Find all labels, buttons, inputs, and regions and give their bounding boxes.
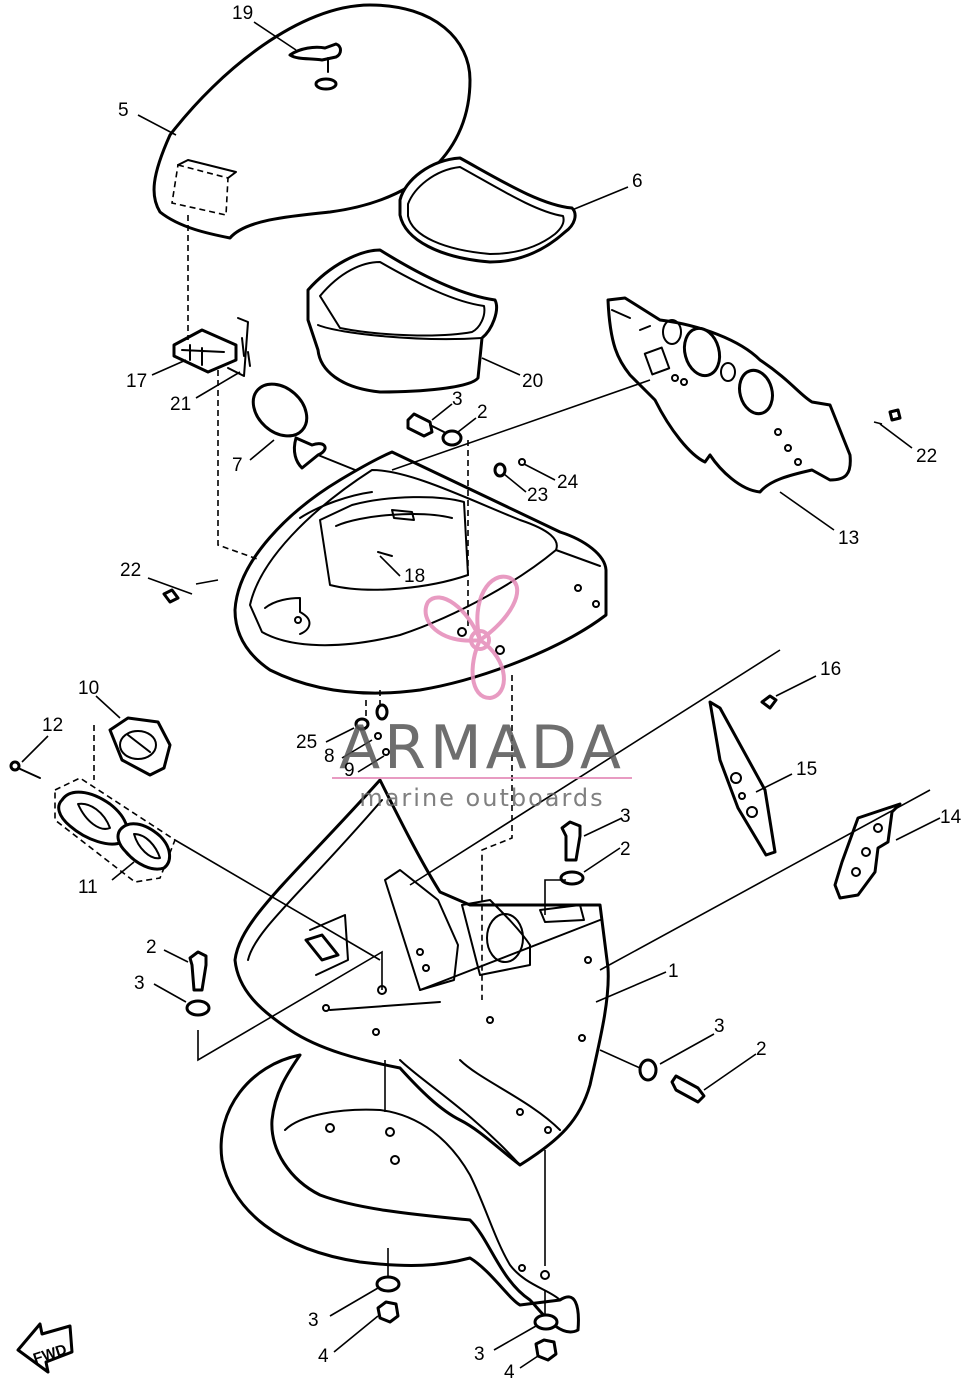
hinge-screws <box>227 317 251 377</box>
callout-8: 8 <box>324 746 335 767</box>
callout-13: 13 <box>838 528 859 549</box>
callout-3: 3 <box>452 389 463 410</box>
screw-22-left <box>162 588 180 604</box>
callout-20: 20 <box>522 371 543 392</box>
callout-3-bottom-right: 3 <box>474 1344 485 1365</box>
hinge <box>172 328 238 374</box>
washer-nut-right <box>533 1313 559 1362</box>
callout-24: 24 <box>557 472 579 493</box>
callout-10: 10 <box>78 678 99 699</box>
callout-12: 12 <box>42 715 63 736</box>
upper-console <box>233 450 608 695</box>
callout-4-bottom-left: 4 <box>318 1346 329 1367</box>
callout-17: 17 <box>126 371 147 392</box>
watermark-tagline: marine outboards <box>359 784 604 812</box>
instrument-panel <box>606 296 852 494</box>
callout-3-bottom-left: 3 <box>308 1310 319 1331</box>
screw-22-right <box>888 408 902 422</box>
callout-14: 14 <box>940 807 962 828</box>
washer-nut-left <box>375 1275 401 1324</box>
callout-22-right: 22 <box>916 446 937 467</box>
callout-2: 2 <box>477 402 488 423</box>
callout-18: 18 <box>404 566 425 587</box>
callout-21: 21 <box>170 394 191 415</box>
callout-leaders <box>21 21 941 1369</box>
callout-3-left: 3 <box>134 973 145 994</box>
callout-2-right: 2 <box>756 1039 767 1060</box>
grommet-pair <box>54 777 176 883</box>
base-plate <box>219 1053 580 1334</box>
callout-3-right: 3 <box>714 1016 725 1037</box>
assembly-lines <box>93 370 931 1314</box>
gusset-plate-14 <box>833 802 902 900</box>
callout-15: 15 <box>796 759 817 780</box>
callout-9: 9 <box>344 760 355 781</box>
callout-6: 6 <box>632 171 643 192</box>
watermark-brand: ARMADA <box>339 713 625 783</box>
vent-housing <box>108 716 172 777</box>
storage-tray <box>306 248 498 394</box>
callout-2-mid: 2 <box>620 839 631 860</box>
lower-console-shell <box>233 778 610 1167</box>
screw-18 <box>377 551 393 557</box>
callout-1: 1 <box>668 961 679 982</box>
bolt-mid-right <box>559 820 585 886</box>
latch <box>288 42 342 91</box>
callout-7: 7 <box>232 455 243 476</box>
gusset-plate-15 <box>708 700 777 857</box>
bolt-upper <box>406 412 445 438</box>
screw-16 <box>760 694 778 710</box>
callout-16: 16 <box>820 659 841 680</box>
callout-3-mid: 3 <box>620 806 631 827</box>
washer-upper <box>441 429 463 447</box>
callout-labels: 19 5 6 20 17 21 7 3 2 24 23 13 22 22 18 … <box>42 3 962 1383</box>
callout-2-left: 2 <box>146 937 157 958</box>
callout-25: 25 <box>296 732 317 753</box>
bolt-lower-left <box>185 950 211 1017</box>
fasteners-25-8-9 <box>354 690 390 756</box>
fwd-arrow: FWD <box>16 1322 74 1374</box>
callout-5: 5 <box>118 100 129 121</box>
steering-handle <box>251 382 381 481</box>
callout-19: 19 <box>232 3 253 24</box>
callout-4-bottom-right: 4 <box>504 1362 515 1383</box>
callout-22-left: 22 <box>120 560 141 581</box>
watermark: ARMADA marine outboards <box>332 574 632 812</box>
propeller-logo-icon <box>423 574 520 701</box>
screw-12 <box>9 760 41 779</box>
small-nuts-23-24 <box>493 458 526 478</box>
callout-11: 11 <box>78 877 98 898</box>
gasket <box>398 156 577 264</box>
bolt-lower-right <box>638 1058 706 1104</box>
callout-23: 23 <box>527 485 548 506</box>
